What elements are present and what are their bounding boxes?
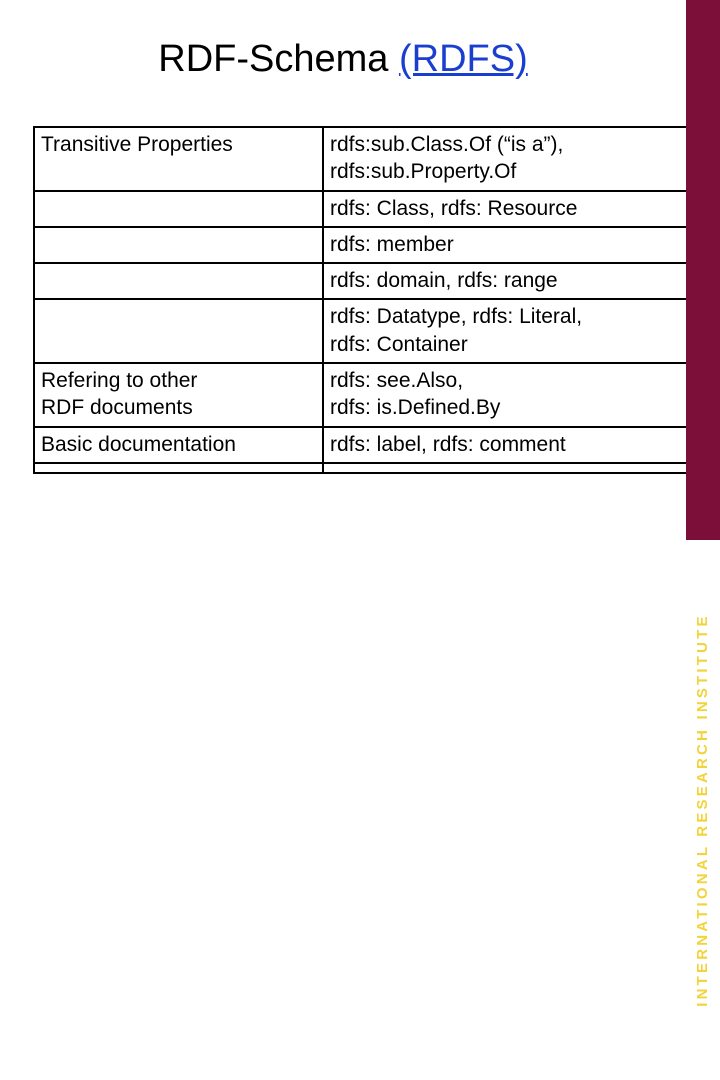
row-value-line: rdfs: Container (330, 332, 468, 356)
row-label-text: Refering to other (41, 369, 198, 393)
page-title-link[interactable]: (RDFS) (398, 38, 528, 80)
row-value-line: rdfs: member (330, 232, 454, 256)
row-label-text: Basic documentation (41, 432, 236, 456)
institute-side-banner: INTERNATIONAL RESEARCH INSTITUTE (686, 0, 720, 1007)
row-value-line: rdfs: domain, rdfs: range (330, 269, 558, 293)
row-value-line: rdfs: label, rdfs: comment (330, 432, 566, 456)
institute-side-banner-text: INTERNATIONAL RESEARCH INSTITUTE (694, 613, 711, 1007)
row-label (33, 262, 324, 301)
row-value: rdfs: domain, rdfs: range (322, 262, 699, 301)
row-value: rdfs:sub.Class.Of (“is a”), rdfs:sub.Pro… (322, 126, 699, 192)
row-value-line: rdfs: Class, rdfs: Resource (330, 196, 578, 220)
table-row: rdfs: member (33, 225, 699, 265)
row-label (33, 189, 324, 228)
row-value: rdfs: label, rdfs: comment (322, 425, 699, 464)
table-row: rdfs: Class, rdfs: Resource (33, 189, 699, 228)
row-label: Refering to other RDF documents (33, 362, 324, 428)
row-value: rdfs: see.Also, rdfs: is.Defined.By (322, 362, 699, 428)
row-label: Transitive Properties (33, 126, 324, 192)
page-title-plain: RDF-Schema (158, 38, 399, 80)
row-value-line: rdfs: is.Defined.By (330, 396, 501, 420)
row-value-line: rdfs:sub.Class.Of (“is a”), (330, 133, 564, 156)
table-row (33, 461, 699, 474)
row-value-line: rdfs: see.Also, (330, 369, 464, 393)
row-value: rdfs: Datatype, rdfs: Literal, rdfs: Con… (322, 298, 699, 365)
row-label-text: RDF documents (41, 396, 193, 420)
row-value: rdfs: member (322, 225, 699, 265)
table-row: rdfs: domain, rdfs: range (33, 262, 699, 301)
page-title: RDF-Schema (RDFS) (0, 38, 686, 81)
row-label-text: Transitive Properties (41, 133, 233, 156)
row-value-line: rdfs:sub.Property.Of (330, 160, 517, 184)
row-label (33, 225, 324, 265)
row-value-line: rdfs: Datatype, rdfs: Literal, (330, 305, 583, 329)
table-row: Transitive Properties rdfs:sub.Class.Of … (33, 126, 699, 192)
row-label (33, 461, 324, 474)
rdfs-properties-table: Transitive Properties rdfs:sub.Class.Of … (33, 126, 699, 474)
row-value (322, 461, 699, 474)
table-row: Basic documentation rdfs: label, rdfs: c… (33, 425, 699, 464)
row-label (33, 298, 324, 365)
table-row: rdfs: Datatype, rdfs: Literal, rdfs: Con… (33, 298, 699, 365)
table-row: Refering to other RDF documents rdfs: se… (33, 362, 699, 428)
row-value: rdfs: Class, rdfs: Resource (322, 189, 699, 228)
row-label: Basic documentation (33, 425, 324, 464)
